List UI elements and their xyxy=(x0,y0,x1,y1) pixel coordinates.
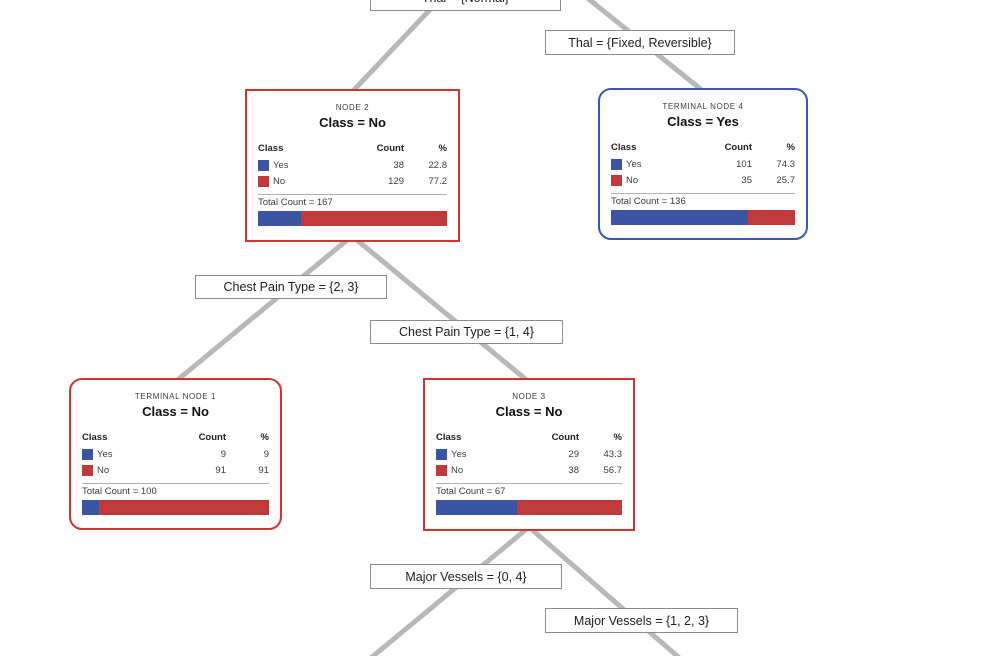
class-row-yes: Yes 9 9 xyxy=(82,446,269,462)
row-percent: 43.3 xyxy=(603,448,623,460)
class-row-no: No 91 91 xyxy=(82,462,269,478)
node-class-assignment: Class = Yes xyxy=(667,114,739,129)
no-color-swatch xyxy=(82,464,93,476)
row-count: 101 xyxy=(736,158,752,170)
yes-color-swatch xyxy=(436,448,447,460)
class-distribution-bar xyxy=(436,500,622,515)
decision-node-3[interactable]: NODE 3 Class = No Class Count % Yes 29 4… xyxy=(423,378,635,531)
edge-label-thal-fixed-reversible: Thal = {Fixed, Reversible} xyxy=(545,30,735,55)
class-row-yes: Yes 29 43.3 xyxy=(436,446,622,462)
edge-label-major-vessels-0-4: Major Vessels = {0, 4} xyxy=(370,564,562,589)
yes-color-swatch xyxy=(258,159,269,171)
row-label: Yes xyxy=(97,448,113,460)
row-percent: 25.7 xyxy=(776,174,796,186)
no-bar-segment xyxy=(301,211,447,226)
node-title: NODE 2 xyxy=(335,103,370,112)
header-count: Count xyxy=(376,142,404,154)
row-count: 35 xyxy=(741,174,752,186)
total-count-label: Total Count = 167 xyxy=(258,197,333,208)
header-percent: % xyxy=(786,141,795,153)
divider xyxy=(611,193,795,194)
terminal-node-1[interactable]: TERMINAL NODE 1 Class = No Class Count %… xyxy=(69,378,282,530)
class-distribution-bar xyxy=(258,211,447,226)
class-row-no: No 129 77.2 xyxy=(258,173,447,189)
edge-label-major-vessels-1-2-3: Major Vessels = {1, 2, 3} xyxy=(545,608,738,633)
row-count: 38 xyxy=(393,159,404,171)
divider xyxy=(436,483,622,484)
row-count: 129 xyxy=(388,175,404,187)
class-distribution-bar xyxy=(611,210,795,225)
class-row-no: No 35 25.7 xyxy=(611,172,795,188)
table-header-row: Class Count % xyxy=(82,430,269,444)
edge-label-chest-pain-2-3: Chest Pain Type = {2, 3} xyxy=(195,275,387,299)
yes-bar-segment xyxy=(611,210,748,225)
row-percent: 91 xyxy=(258,464,269,476)
header-count: Count xyxy=(724,141,752,153)
header-class: Class xyxy=(258,142,284,154)
table-header-row: Class Count % xyxy=(258,141,447,155)
header-count: Count xyxy=(551,431,579,443)
row-label: No xyxy=(97,464,110,476)
decision-node-2[interactable]: NODE 2 Class = No Class Count % Yes 38 2… xyxy=(245,89,460,242)
tree-edge-root-to-node2 xyxy=(350,0,443,94)
header-percent: % xyxy=(260,431,269,443)
node-title: TERMINAL NODE 1 xyxy=(134,392,217,401)
header-class: Class xyxy=(82,431,108,443)
header-percent: % xyxy=(438,142,447,154)
table-header-row: Class Count % xyxy=(611,140,795,154)
tree-edge-node3-right-child xyxy=(527,525,681,656)
node-title: NODE 3 xyxy=(512,392,546,401)
row-percent: 56.7 xyxy=(603,464,623,476)
edge-label-chest-pain-1-4: Chest Pain Type = {1, 4} xyxy=(370,320,563,344)
class-row-no: No 38 56.7 xyxy=(436,462,622,478)
row-count: 38 xyxy=(568,464,579,476)
no-color-swatch xyxy=(258,175,269,187)
node-title: TERMINAL NODE 4 xyxy=(662,102,744,111)
yes-color-swatch xyxy=(611,158,622,170)
no-color-swatch xyxy=(611,174,622,186)
row-count: 91 xyxy=(215,464,226,476)
node-class-assignment: Class = No xyxy=(319,115,386,130)
tree-edge-node3-left-child xyxy=(369,525,531,656)
class-row-yes: Yes 101 74.3 xyxy=(611,156,795,172)
header-class: Class xyxy=(611,141,637,153)
row-label: No xyxy=(626,174,639,186)
yes-bar-segment xyxy=(258,211,302,226)
tree-edge-node2-to-node3 xyxy=(350,234,531,384)
row-label: No xyxy=(273,175,286,187)
total-count-label: Total Count = 67 xyxy=(436,486,506,497)
class-row-yes: Yes 38 22.8 xyxy=(258,157,447,173)
row-label: Yes xyxy=(451,448,467,460)
node-class-assignment: Class = No xyxy=(142,404,209,419)
row-percent: 22.8 xyxy=(428,159,448,171)
total-count-label: Total Count = 136 xyxy=(611,196,686,207)
row-percent: 77.2 xyxy=(428,175,448,187)
terminal-node-4[interactable]: TERMINAL NODE 4 Class = Yes Class Count … xyxy=(598,88,808,240)
row-label: No xyxy=(451,464,464,476)
yes-bar-segment xyxy=(82,500,99,515)
divider xyxy=(258,194,447,195)
no-color-swatch xyxy=(436,464,447,476)
divider xyxy=(82,483,269,484)
header-class: Class xyxy=(436,431,462,443)
row-count: 9 xyxy=(220,448,226,460)
header-percent: % xyxy=(613,431,622,443)
header-count: Count xyxy=(198,431,226,443)
edge-label-thal-normal: Thal = {Normal} xyxy=(370,0,561,11)
row-count: 29 xyxy=(568,448,579,460)
no-bar-segment xyxy=(98,500,269,515)
row-percent: 74.3 xyxy=(776,158,796,170)
row-label: Yes xyxy=(626,158,642,170)
table-header-row: Class Count % xyxy=(436,430,622,444)
class-distribution-bar xyxy=(82,500,269,515)
row-label: Yes xyxy=(273,159,289,171)
yes-color-swatch xyxy=(82,448,93,460)
row-percent: 9 xyxy=(263,448,269,460)
node-class-assignment: Class = No xyxy=(495,404,563,419)
total-count-label: Total Count = 100 xyxy=(82,486,157,497)
tree-edge-node2-to-terminal1 xyxy=(173,234,354,384)
yes-bar-segment xyxy=(436,500,517,515)
no-bar-segment xyxy=(747,210,795,225)
no-bar-segment xyxy=(516,500,622,515)
